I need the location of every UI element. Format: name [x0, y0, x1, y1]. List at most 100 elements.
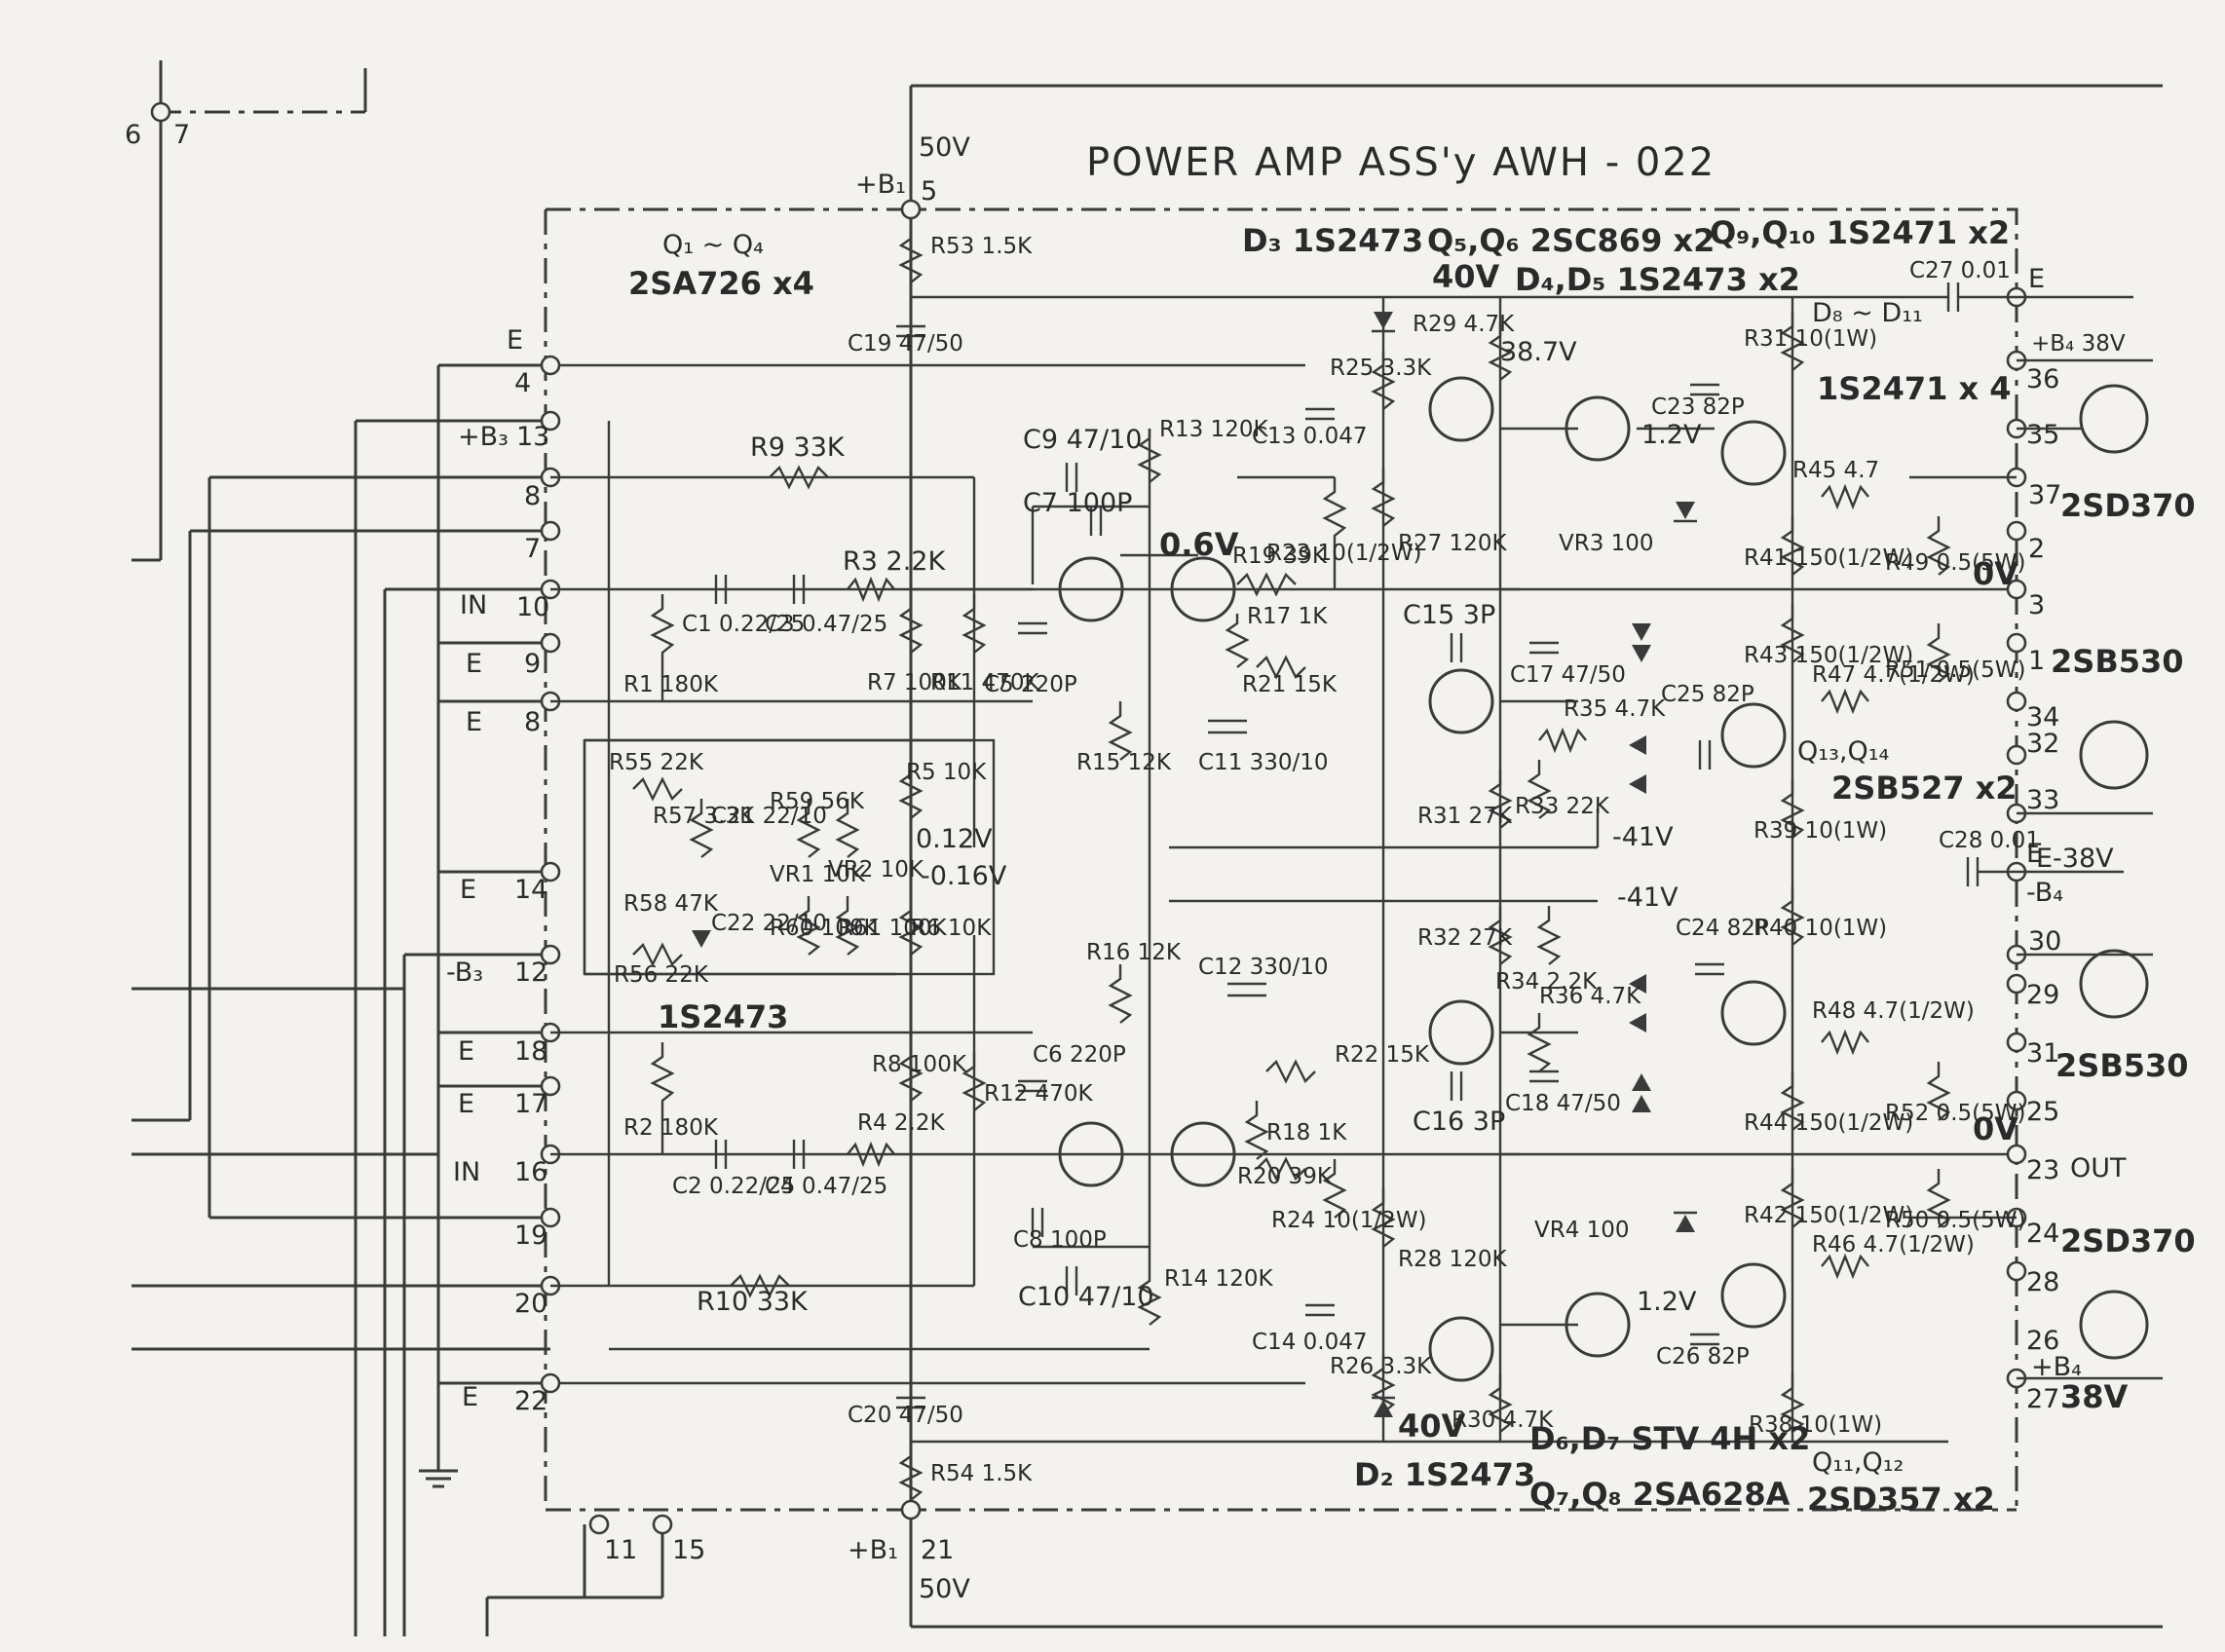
- label-r43: R43 150(1/2W): [1744, 643, 1913, 668]
- label-r11: R11 470K: [930, 670, 1039, 695]
- q12-transistor: [1720, 1262, 1787, 1329]
- right-pin-label-19: 38V: [2060, 1378, 2129, 1415]
- label-r38: R38 10(1W): [1749, 1412, 1882, 1438]
- right-pin-10: E: [2026, 839, 2043, 869]
- right-pin-label-1: +B₄ 38V: [2031, 331, 2126, 357]
- label-c1: C1 0.22/25: [682, 612, 805, 637]
- right-pin-5: 3: [2028, 590, 2045, 620]
- label-r8: R8 100K: [872, 1052, 967, 1077]
- q-output-3: [2079, 949, 2149, 1019]
- label-c10: C10 47/10: [1018, 1282, 1154, 1312]
- label-r53: R53 1.5K: [930, 234, 1033, 259]
- bottom-pin-group: 11 15: [588, 1514, 705, 1565]
- label-r58: R58 47K: [623, 891, 719, 917]
- left-pin-name-0: E: [507, 325, 523, 356]
- q-output-4: [2079, 1290, 2149, 1360]
- label-r51: R51 0.5(5W): [1885, 657, 2025, 683]
- label-r48: R48 4.7(1/2W): [1812, 998, 1975, 1024]
- label-r3: R3 2.2K: [843, 546, 946, 577]
- label-c28: C28 0.01: [1939, 828, 2040, 853]
- note-1s2473: 1S2473: [658, 998, 788, 1035]
- right-pin-label-15: OUT: [2070, 1153, 2127, 1183]
- note-q5-q6: Q₅,Q₆ 2SC869 x2: [1427, 222, 1715, 259]
- label-r46: R46 4.7(1/2W): [1812, 1232, 1975, 1258]
- left-pin-name-14: E: [462, 1382, 478, 1412]
- voltage-0-6v: 0.6V: [1159, 526, 1239, 563]
- left-pin-name-5: E: [466, 649, 482, 679]
- label-vr3: VR3 100: [1559, 531, 1654, 556]
- left-pin-num-9: 18: [514, 1036, 547, 1067]
- label-r44: R44 150(1/2W): [1744, 1110, 1913, 1136]
- label-c8: C8 100P: [1013, 1227, 1107, 1253]
- right-pin-11: 30: [2028, 926, 2061, 957]
- label-r21: R21 15K: [1242, 672, 1338, 697]
- label-r45: R45 4.7: [1792, 458, 1879, 483]
- label-r40: R40 10(1W): [1754, 916, 1887, 941]
- label-c20: C20 47/50: [848, 1403, 963, 1428]
- label-r4: R4 2.2K: [857, 1110, 946, 1136]
- note-d6-d7: D₆,D₇ STV 4H x2: [1529, 1420, 1810, 1457]
- left-pin-name-10: E: [458, 1089, 474, 1119]
- right-pin-12: 29: [2026, 980, 2059, 1010]
- label-c12: C12 330/10: [1198, 955, 1329, 980]
- label-r6: R6 10K: [911, 916, 992, 941]
- right-pin-3: 37: [2028, 480, 2061, 510]
- left-pin-name-11: IN: [453, 1157, 480, 1187]
- note-q7-q8: Q₇,Q₈ 2SA628A: [1529, 1476, 1791, 1513]
- label-c25: C25 82P: [1661, 682, 1754, 707]
- note-1s2471: 1S2471 x 4: [1817, 370, 2012, 407]
- terminal-b1-top: [900, 199, 922, 220]
- label-r24: R24 10(1/2W): [1271, 1208, 1427, 1233]
- label-r5: R5 10K: [906, 760, 987, 785]
- label-c16: C16 3P: [1413, 1107, 1505, 1137]
- note-2sd357: 2SD357 x2: [1807, 1481, 1995, 1518]
- left-pin-num-11: 16: [514, 1157, 547, 1187]
- label-r9: R9 33K: [750, 432, 846, 463]
- label-r41: R41 150(1/2W): [1744, 545, 1913, 571]
- voltage-minus-41v-b: -41V: [1617, 882, 1678, 913]
- right-pin-label-14: 0V: [1973, 1110, 2018, 1147]
- label-r17: R17 1K: [1247, 604, 1328, 629]
- right-pin-15: 23: [2026, 1155, 2059, 1185]
- q5-transistor: [1428, 668, 1494, 734]
- left-pin-num-2: 8: [524, 481, 541, 511]
- label-r7: R7 100K: [867, 670, 962, 695]
- bottom-pin-11: 11: [604, 1535, 637, 1565]
- label-c14: C14 0.047: [1252, 1330, 1367, 1355]
- label-r47: R47 4.7(1/2W): [1812, 662, 1975, 688]
- q-output-1: [2079, 384, 2149, 454]
- left-pin-num-10: 17: [514, 1089, 547, 1119]
- right-pin-13: 31: [2026, 1038, 2059, 1069]
- q7-transistor: [1428, 376, 1494, 442]
- right-pin-label-11: -B₄: [2026, 878, 2063, 908]
- component-labels: R53 1.5K C19 47/50 R9 33K C9 47/10 R13 1…: [609, 234, 2040, 1486]
- right-pin-19: 27: [2026, 1384, 2059, 1414]
- label-r15: R15 12K: [1076, 750, 1172, 775]
- right-pin-16: 24: [2026, 1219, 2059, 1249]
- q6-transistor: [1428, 999, 1494, 1066]
- b1-bottom-voltage: 50V: [919, 1574, 970, 1604]
- right-pin-label-13: 2SB530: [2055, 1047, 2189, 1084]
- label-r54: R54 1.5K: [930, 1461, 1033, 1486]
- transistors: [1058, 376, 2149, 1382]
- supply-rails: [550, 84, 2163, 1629]
- label-vr2: VR2 10K: [828, 857, 924, 882]
- label-r10: R10 33K: [697, 1287, 809, 1317]
- voltage-1-2v-top: 1.2V: [1641, 420, 1702, 450]
- right-pin-6: 1: [2028, 646, 2045, 676]
- q11-transistor: [1720, 420, 1787, 486]
- label-c3: C3 0.47/25: [765, 612, 887, 637]
- voltage-annotations: 40V 38.7V 1.2V 0.6V 0.12V -0.16V -41V -4…: [916, 258, 1702, 1445]
- label-c7: C7 100P: [1023, 488, 1132, 518]
- bottom-pin-15: 15: [672, 1535, 705, 1565]
- label-r27: R27 120K: [1398, 531, 1507, 556]
- ground-bus: [419, 363, 550, 1488]
- q8-transistor: [1428, 1316, 1494, 1382]
- q-output-2: [2079, 720, 2149, 790]
- left-pin-num-6: 8: [524, 707, 541, 737]
- q1-transistor: [1058, 556, 1124, 622]
- voltage-0-12v: 0.12V: [916, 824, 993, 854]
- left-pin-num-1: 13: [516, 422, 549, 452]
- label-r23: R23 10(1/2W): [1266, 541, 1422, 566]
- label-r31b: R31 27K: [1417, 804, 1513, 829]
